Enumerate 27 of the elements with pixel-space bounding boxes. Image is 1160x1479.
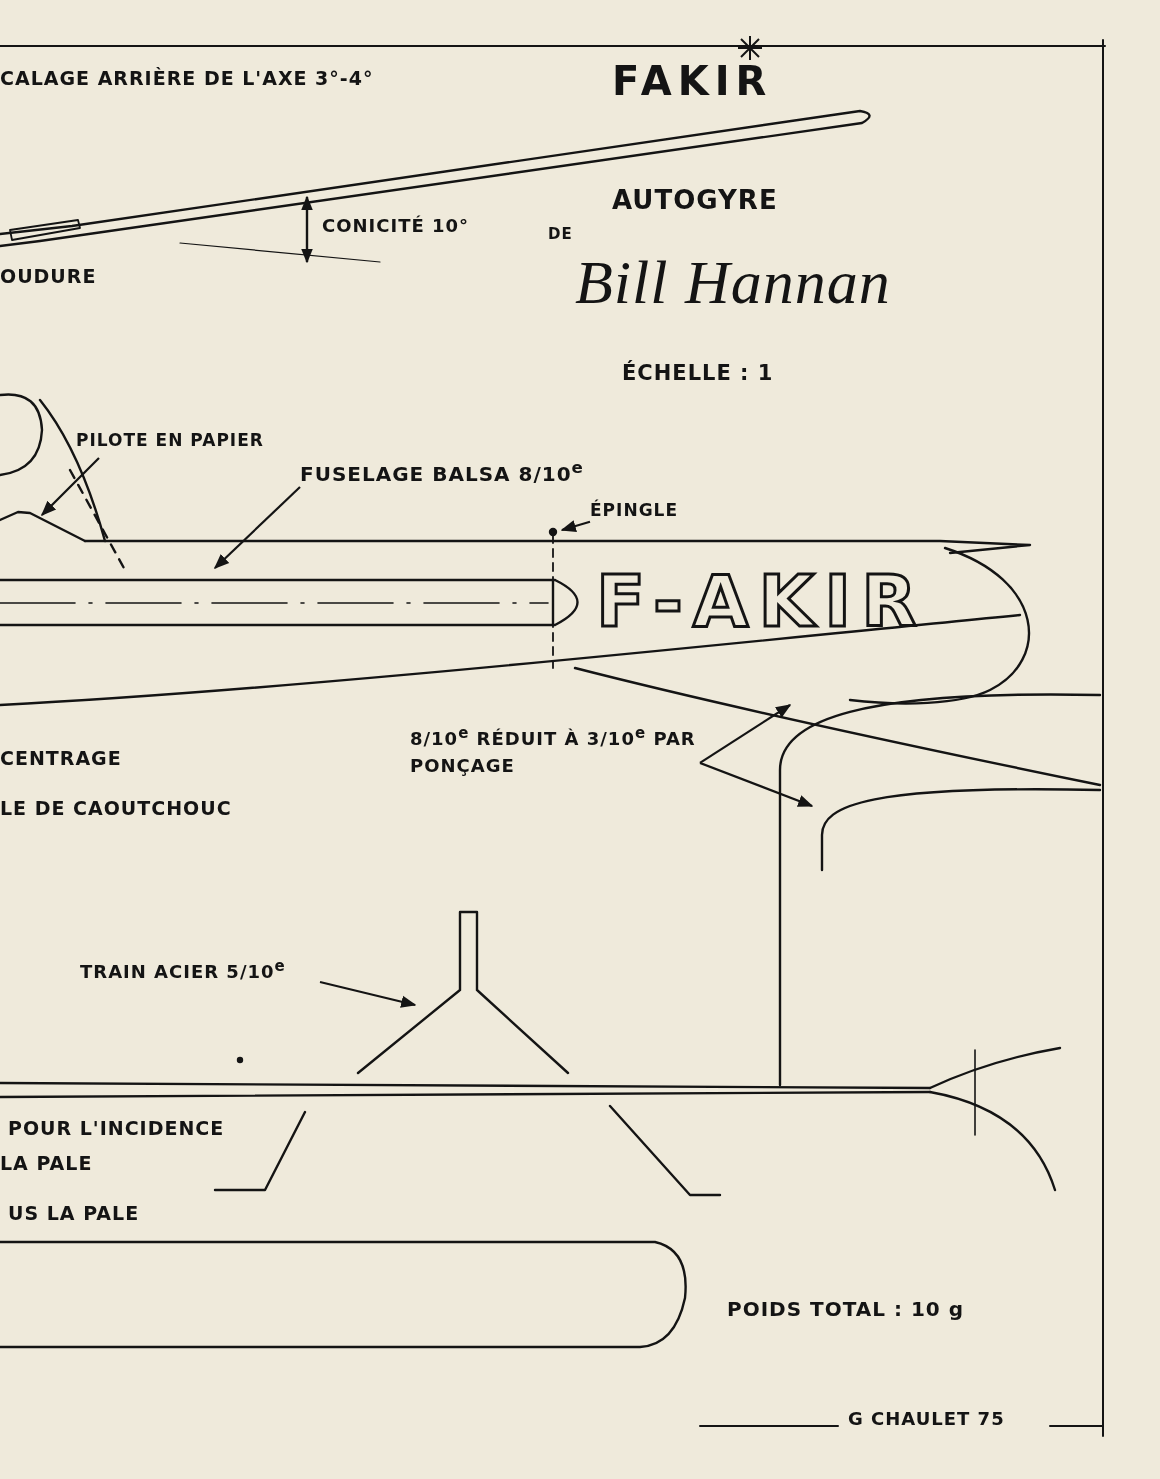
plan-note: POIDS TOTAL : 10 g — [727, 1298, 965, 1320]
callout-label: TRAIN ACIER 5/10$^{e}$ — [80, 956, 287, 984]
plan-note: CENTRAGE — [0, 748, 122, 769]
plan-note: POUR L'INCIDENCE — [8, 1118, 225, 1139]
plan-note: CONICITÉ 10° — [322, 216, 470, 236]
callout-label: FUSELAGE BALSA 8/10$^{e}$ — [300, 457, 585, 488]
leader-line — [699, 761, 814, 808]
plan-note: ÉCHELLE : 1 — [622, 362, 774, 386]
title: FAKIR — [612, 58, 773, 104]
plan-note: LA PALE — [0, 1153, 93, 1174]
plan-note: US LA PALE — [8, 1203, 140, 1224]
plan-note: AUTOGYRE — [612, 186, 778, 215]
leader-line — [319, 980, 417, 1008]
signature: Bill Hannan — [575, 248, 891, 317]
leader-line — [40, 457, 100, 517]
plan-note: LE DE CAOUTCHOUC — [0, 798, 232, 819]
callout-label: PILOTE EN PAPIER — [76, 429, 265, 452]
plan-note: CALAGE ARRIÈRE DE L'AXE 3°-4° — [0, 68, 374, 89]
leader-line — [699, 704, 792, 764]
plan-note: OUDURE — [0, 266, 97, 287]
callout-label: 8/10$^{e}$ RÉDUIT À 3/10$^{e}$ PAR PONÇAGE — [410, 723, 697, 778]
leader-line — [560, 520, 591, 532]
leader-line — [213, 486, 301, 570]
registration-lettering: F-AKIR — [596, 562, 927, 642]
callout-label: ÉPINGLE — [590, 498, 680, 522]
plan-note: G CHAULET 75 — [848, 1409, 1005, 1429]
plan-note: DE — [548, 226, 573, 243]
